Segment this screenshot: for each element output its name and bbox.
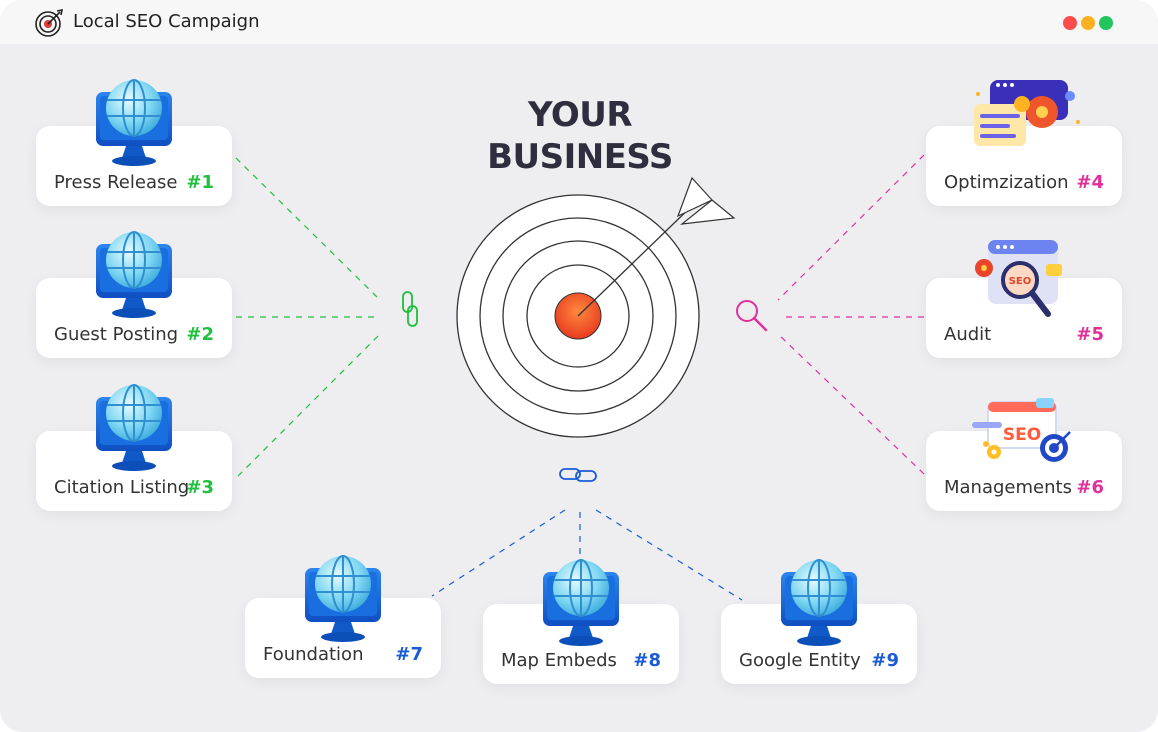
line-3 [237,335,379,477]
seo-audit-magnifier-icon: SEO [975,240,1062,317]
globe-monitor-icon [95,384,173,472]
magnifier-icon [736,300,768,332]
card-label: Audit [944,324,992,345]
close-dot[interactable] [1063,16,1077,30]
seo-badge-5: SEO [1009,276,1032,287]
card-label: Google Entity [739,650,861,671]
card-number: #3 [186,477,214,498]
minimize-dot[interactable] [1081,16,1095,30]
target-icon [35,8,64,37]
card-label: Press Release [54,172,178,193]
card-number: #4 [1076,172,1104,193]
horizontal-link-icon [559,468,597,482]
maximize-dot[interactable] [1099,16,1113,30]
card-label: Optimzization [944,172,1069,193]
card-number: #2 [186,324,214,345]
line-9 [595,509,743,601]
globe-monitor-icon [304,555,382,643]
title-bar: Local SEO Campaign [0,0,1158,44]
card-number: #7 [395,644,423,665]
headline-line1: YOUR [527,95,633,135]
card-number: #8 [633,650,661,671]
card-number: #5 [1076,324,1104,345]
globe-monitor-icon [95,231,173,319]
card-label: Citation Listing [54,477,190,498]
seo-management-icon: SEO [972,398,1071,462]
globe-monitor-icon [780,559,858,647]
settings-gears-icon [974,80,1080,146]
seo-badge-6: SEO [1003,425,1041,445]
card-number: #6 [1076,477,1104,498]
line-1 [235,157,379,299]
headline: YOUR BUSINESS [470,94,690,178]
card-label: Managements [944,477,1072,498]
line-6 [777,333,925,475]
chain-link-icon [402,291,418,327]
card-number: #1 [186,172,214,193]
line-4 [777,154,925,301]
globe-monitor-icon [542,559,620,647]
card-label: Foundation [263,644,364,665]
card-label: Map Embeds [501,650,617,671]
card-label: Guest Posting [54,324,179,345]
card-number: #9 [871,650,899,671]
line-7 [431,509,566,597]
window-title: Local SEO Campaign [73,11,260,32]
globe-monitor-icon [95,79,173,167]
headline-line2: BUSINESS [487,137,673,177]
target-illustration [456,176,736,438]
